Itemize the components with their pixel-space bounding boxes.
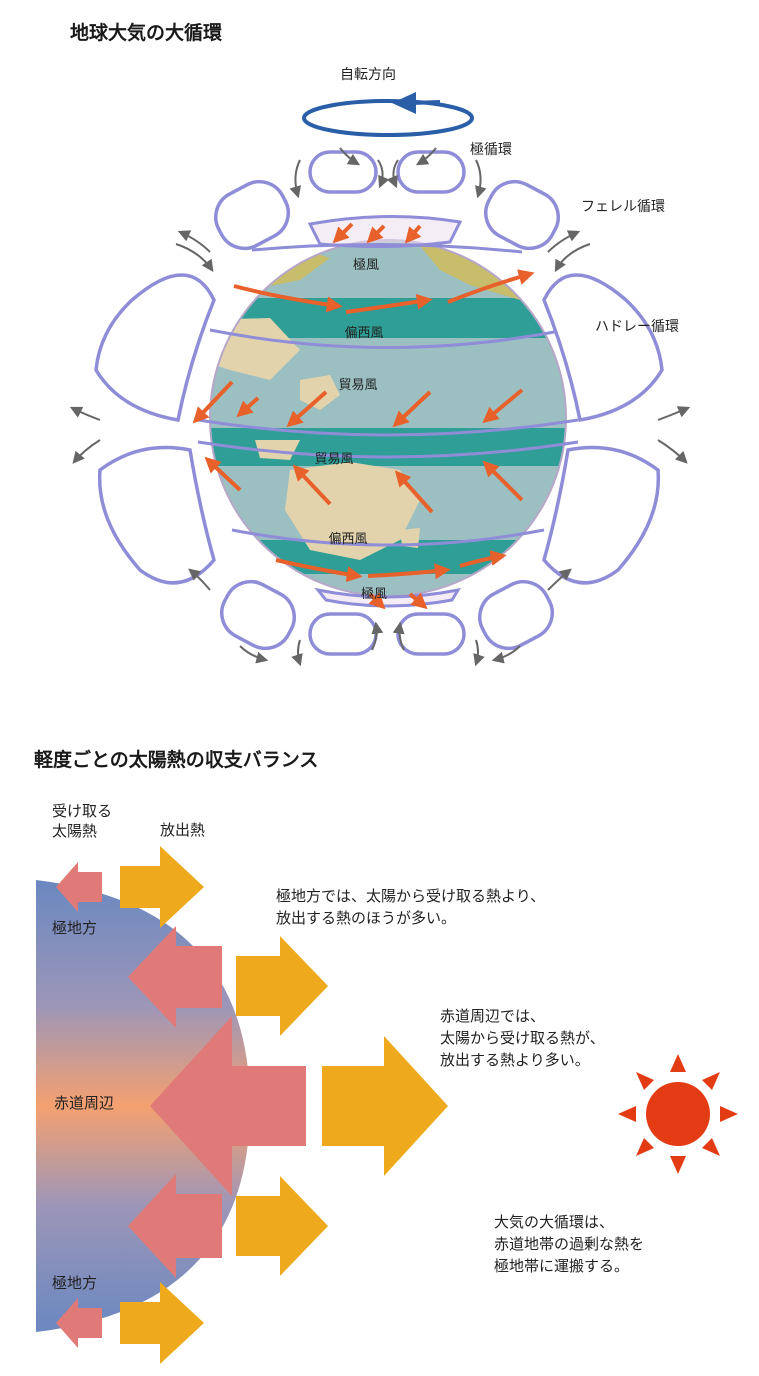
circulation-cells — [94, 150, 664, 656]
heat-balance-diagram — [36, 846, 738, 1364]
received-heat-legend: 受け取る 太陽熱 — [52, 801, 112, 842]
rotation-direction-icon — [302, 92, 474, 137]
trade-wind-north-label: 貿易風 — [338, 378, 378, 393]
polar-note-line1: 極地方では、太陽から受け取る熱より、 — [276, 887, 546, 905]
rotation-direction-label: 自転方向 — [340, 67, 396, 83]
emitted-heat-legend: 放出熱 — [160, 821, 206, 839]
circulation-note-line1: 大気の大循環は、 — [494, 1213, 615, 1231]
equator-note-line1: 赤道周辺では、 — [440, 1007, 546, 1025]
circulation-note: 大気の大循環は、 赤道地帯の過剰な熱を 極地帯に運搬する。 — [494, 1212, 644, 1277]
polar-wind-south-label: 極風 — [360, 587, 388, 602]
received-heat-legend-line1: 受け取る — [52, 802, 113, 820]
emitted-heat-arrows — [120, 846, 448, 1364]
airflow-arrows — [69, 147, 691, 667]
region-equator-label: 赤道周辺 — [54, 1094, 115, 1112]
trade-wind-south-label: 貿易風 — [314, 452, 354, 467]
section1-title: 地球大気の大循環 — [70, 22, 223, 44]
circulation-note-line3: 極地帯に運搬する。 — [494, 1256, 630, 1275]
polar-wind-north-label: 極風 — [352, 258, 380, 273]
atmospheric-circulation-diagram — [69, 92, 691, 667]
equator-note-line3: 放出する熱より多い。 — [440, 1050, 590, 1069]
surface-wind-arrows — [192, 222, 535, 610]
circulation-note-line2: 赤道地帯の過剰な熱を — [494, 1234, 645, 1253]
polar-note: 極地方では、太陽から受け取る熱より、 放出する熱のほうが多い。 — [276, 886, 545, 930]
sun-icon — [618, 1054, 738, 1174]
westerlies-north-label: 偏西風 — [344, 326, 384, 341]
hadley-cell-label: ハドレー循環 — [595, 319, 679, 335]
region-polar-bottom-label: 極地方 — [52, 1274, 98, 1292]
equator-note-line2: 太陽から受け取る熱が、 — [440, 1028, 605, 1047]
section2-title: 軽度ごとの太陽熱の収支バランス — [34, 749, 319, 771]
received-heat-arrows — [56, 862, 306, 1348]
received-heat-legend-line2: 太陽熱 — [52, 822, 98, 841]
region-polar-top-label: 極地方 — [52, 919, 98, 937]
polar-note-line2: 放出する熱のほうが多い。 — [276, 908, 457, 927]
westerlies-south-label: 偏西風 — [328, 532, 368, 547]
polar-cell-label: 極循環 — [470, 142, 512, 158]
equator-note: 赤道周辺では、 太陽から受け取る熱が、 放出する熱より多い。 — [440, 1006, 605, 1071]
ferrel-cell-label: フェレル循環 — [581, 199, 665, 215]
